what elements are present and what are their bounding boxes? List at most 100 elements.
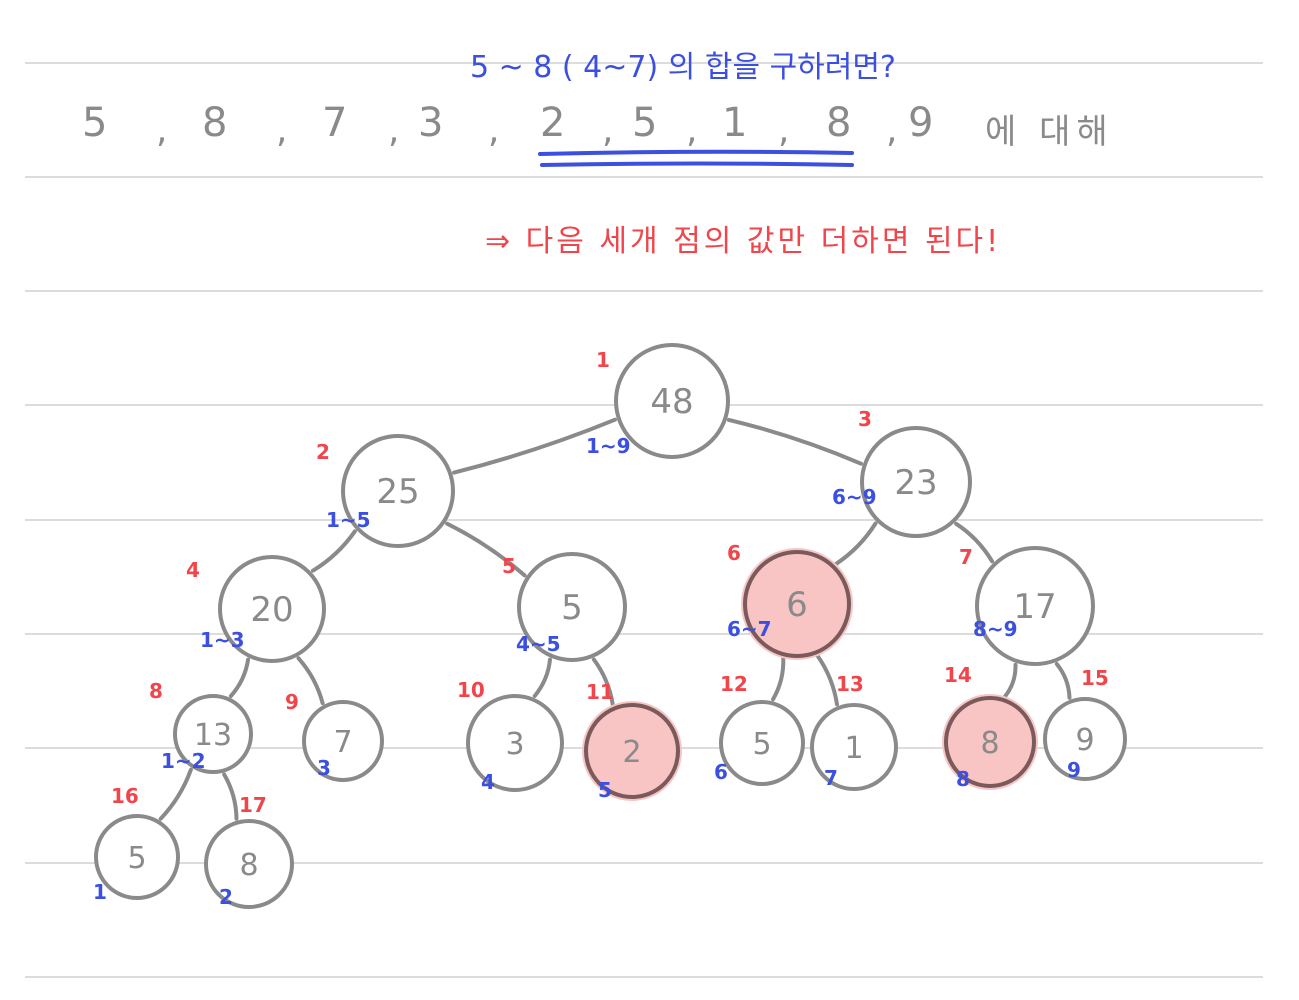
node-value: 3	[505, 727, 524, 762]
node-value: 6	[786, 585, 808, 625]
node-index: 12	[720, 672, 748, 696]
node-value: 17	[1013, 587, 1056, 627]
tree-edge	[445, 521, 527, 578]
tree-edge	[228, 657, 251, 698]
node-circle	[860, 426, 972, 538]
node-index: 7	[959, 545, 973, 569]
node-range: 2	[219, 885, 233, 909]
tree-edge	[532, 657, 552, 698]
node-circle	[94, 814, 180, 900]
node-index: 6	[727, 541, 741, 565]
node-index: 9	[285, 690, 299, 714]
tree-edge	[296, 656, 325, 706]
node-circle	[302, 700, 384, 782]
tree-node: 1 13 7	[810, 672, 898, 791]
sequence-item: 8	[202, 100, 228, 146]
node-circle	[944, 696, 1036, 788]
sequence-item: 5	[632, 100, 658, 146]
node-value: 23	[894, 463, 937, 503]
sequence-comma: ,	[156, 110, 168, 151]
node-value: 13	[194, 718, 232, 753]
node-circle	[975, 546, 1095, 666]
ruled-line	[25, 176, 1263, 178]
node-index: 2	[316, 440, 330, 464]
sequence-comma: ,	[276, 110, 288, 151]
node-value: 25	[376, 472, 419, 512]
node-value: 5	[127, 841, 146, 876]
node-circle	[810, 703, 898, 791]
ruled-line	[25, 976, 1263, 978]
node-index: 17	[239, 793, 267, 817]
node-range: 7	[824, 766, 838, 790]
sequence-comma: ,	[488, 110, 500, 151]
node-index: 8	[149, 679, 163, 703]
node-index: 16	[111, 784, 139, 808]
tree-edge	[1054, 662, 1072, 700]
node-range: 6~9	[832, 485, 877, 509]
node-circle	[218, 555, 326, 663]
node-circle	[204, 819, 294, 909]
node-circle	[584, 703, 680, 799]
sequence-item: 3	[418, 100, 444, 146]
node-range: 4~5	[516, 632, 561, 656]
node-value: 9	[1075, 723, 1094, 758]
tree-edge	[834, 521, 878, 566]
node-range: 1~3	[200, 628, 245, 652]
ruled-line	[25, 862, 1263, 864]
node-circle	[719, 700, 805, 786]
node-value: 1	[844, 731, 863, 766]
node-index: 11	[586, 680, 614, 704]
question-note: 5 ~ 8 ( 4~7) 의 합을 구하려면?	[470, 50, 896, 85]
node-range: 5	[598, 778, 612, 802]
node-range: 6	[714, 760, 728, 784]
tree-node: 13 8 1~2	[149, 679, 253, 774]
node-circle	[614, 343, 730, 459]
node-index: 14	[944, 663, 972, 687]
node-index: 15	[1081, 666, 1109, 690]
tree-node: 554~5	[502, 552, 627, 662]
tree-edge	[954, 521, 995, 564]
tree-edge	[815, 654, 839, 707]
node-index: 10	[457, 678, 485, 702]
node-range: 4	[481, 770, 495, 794]
sequence-item: 1	[722, 100, 748, 146]
node-circle	[517, 552, 627, 662]
node-value: 8	[239, 848, 258, 883]
tree-edge	[591, 657, 615, 707]
node-range: 3	[317, 756, 331, 780]
node-range: 8~9	[973, 617, 1018, 641]
tree-edge	[310, 529, 357, 573]
node-value: 8	[980, 726, 999, 761]
tree-edge	[771, 656, 786, 702]
node-value: 5	[752, 727, 771, 762]
node-circle	[466, 694, 564, 792]
tree-edge	[158, 767, 193, 821]
node-range: 1~2	[161, 749, 206, 773]
tree-edge	[222, 772, 239, 821]
sequence-comma: ,	[602, 110, 614, 151]
tree-node: 17 7 8~9	[959, 545, 1095, 666]
ruled-line	[25, 519, 1263, 521]
node-index: 13	[836, 672, 864, 696]
tree-node: 5 12 6	[714, 672, 805, 786]
node-index: 4	[186, 558, 200, 582]
sequence-item: 7	[322, 100, 348, 146]
tree-node: 6 6 6~7	[727, 541, 853, 660]
node-value: 48	[650, 382, 693, 422]
sequence-item: 9	[908, 100, 934, 146]
tree-edge	[726, 417, 863, 466]
node-index: 5	[502, 554, 516, 578]
ruled-line	[25, 62, 1263, 64]
sequence-item: 5	[82, 100, 108, 146]
node-circle	[341, 434, 455, 548]
answer-note: ⇒ 다음 세개 점의 값만 더하면 된다!	[485, 224, 1002, 259]
sequence-comma: ,	[886, 110, 898, 151]
node-range: 6~7	[727, 617, 772, 641]
